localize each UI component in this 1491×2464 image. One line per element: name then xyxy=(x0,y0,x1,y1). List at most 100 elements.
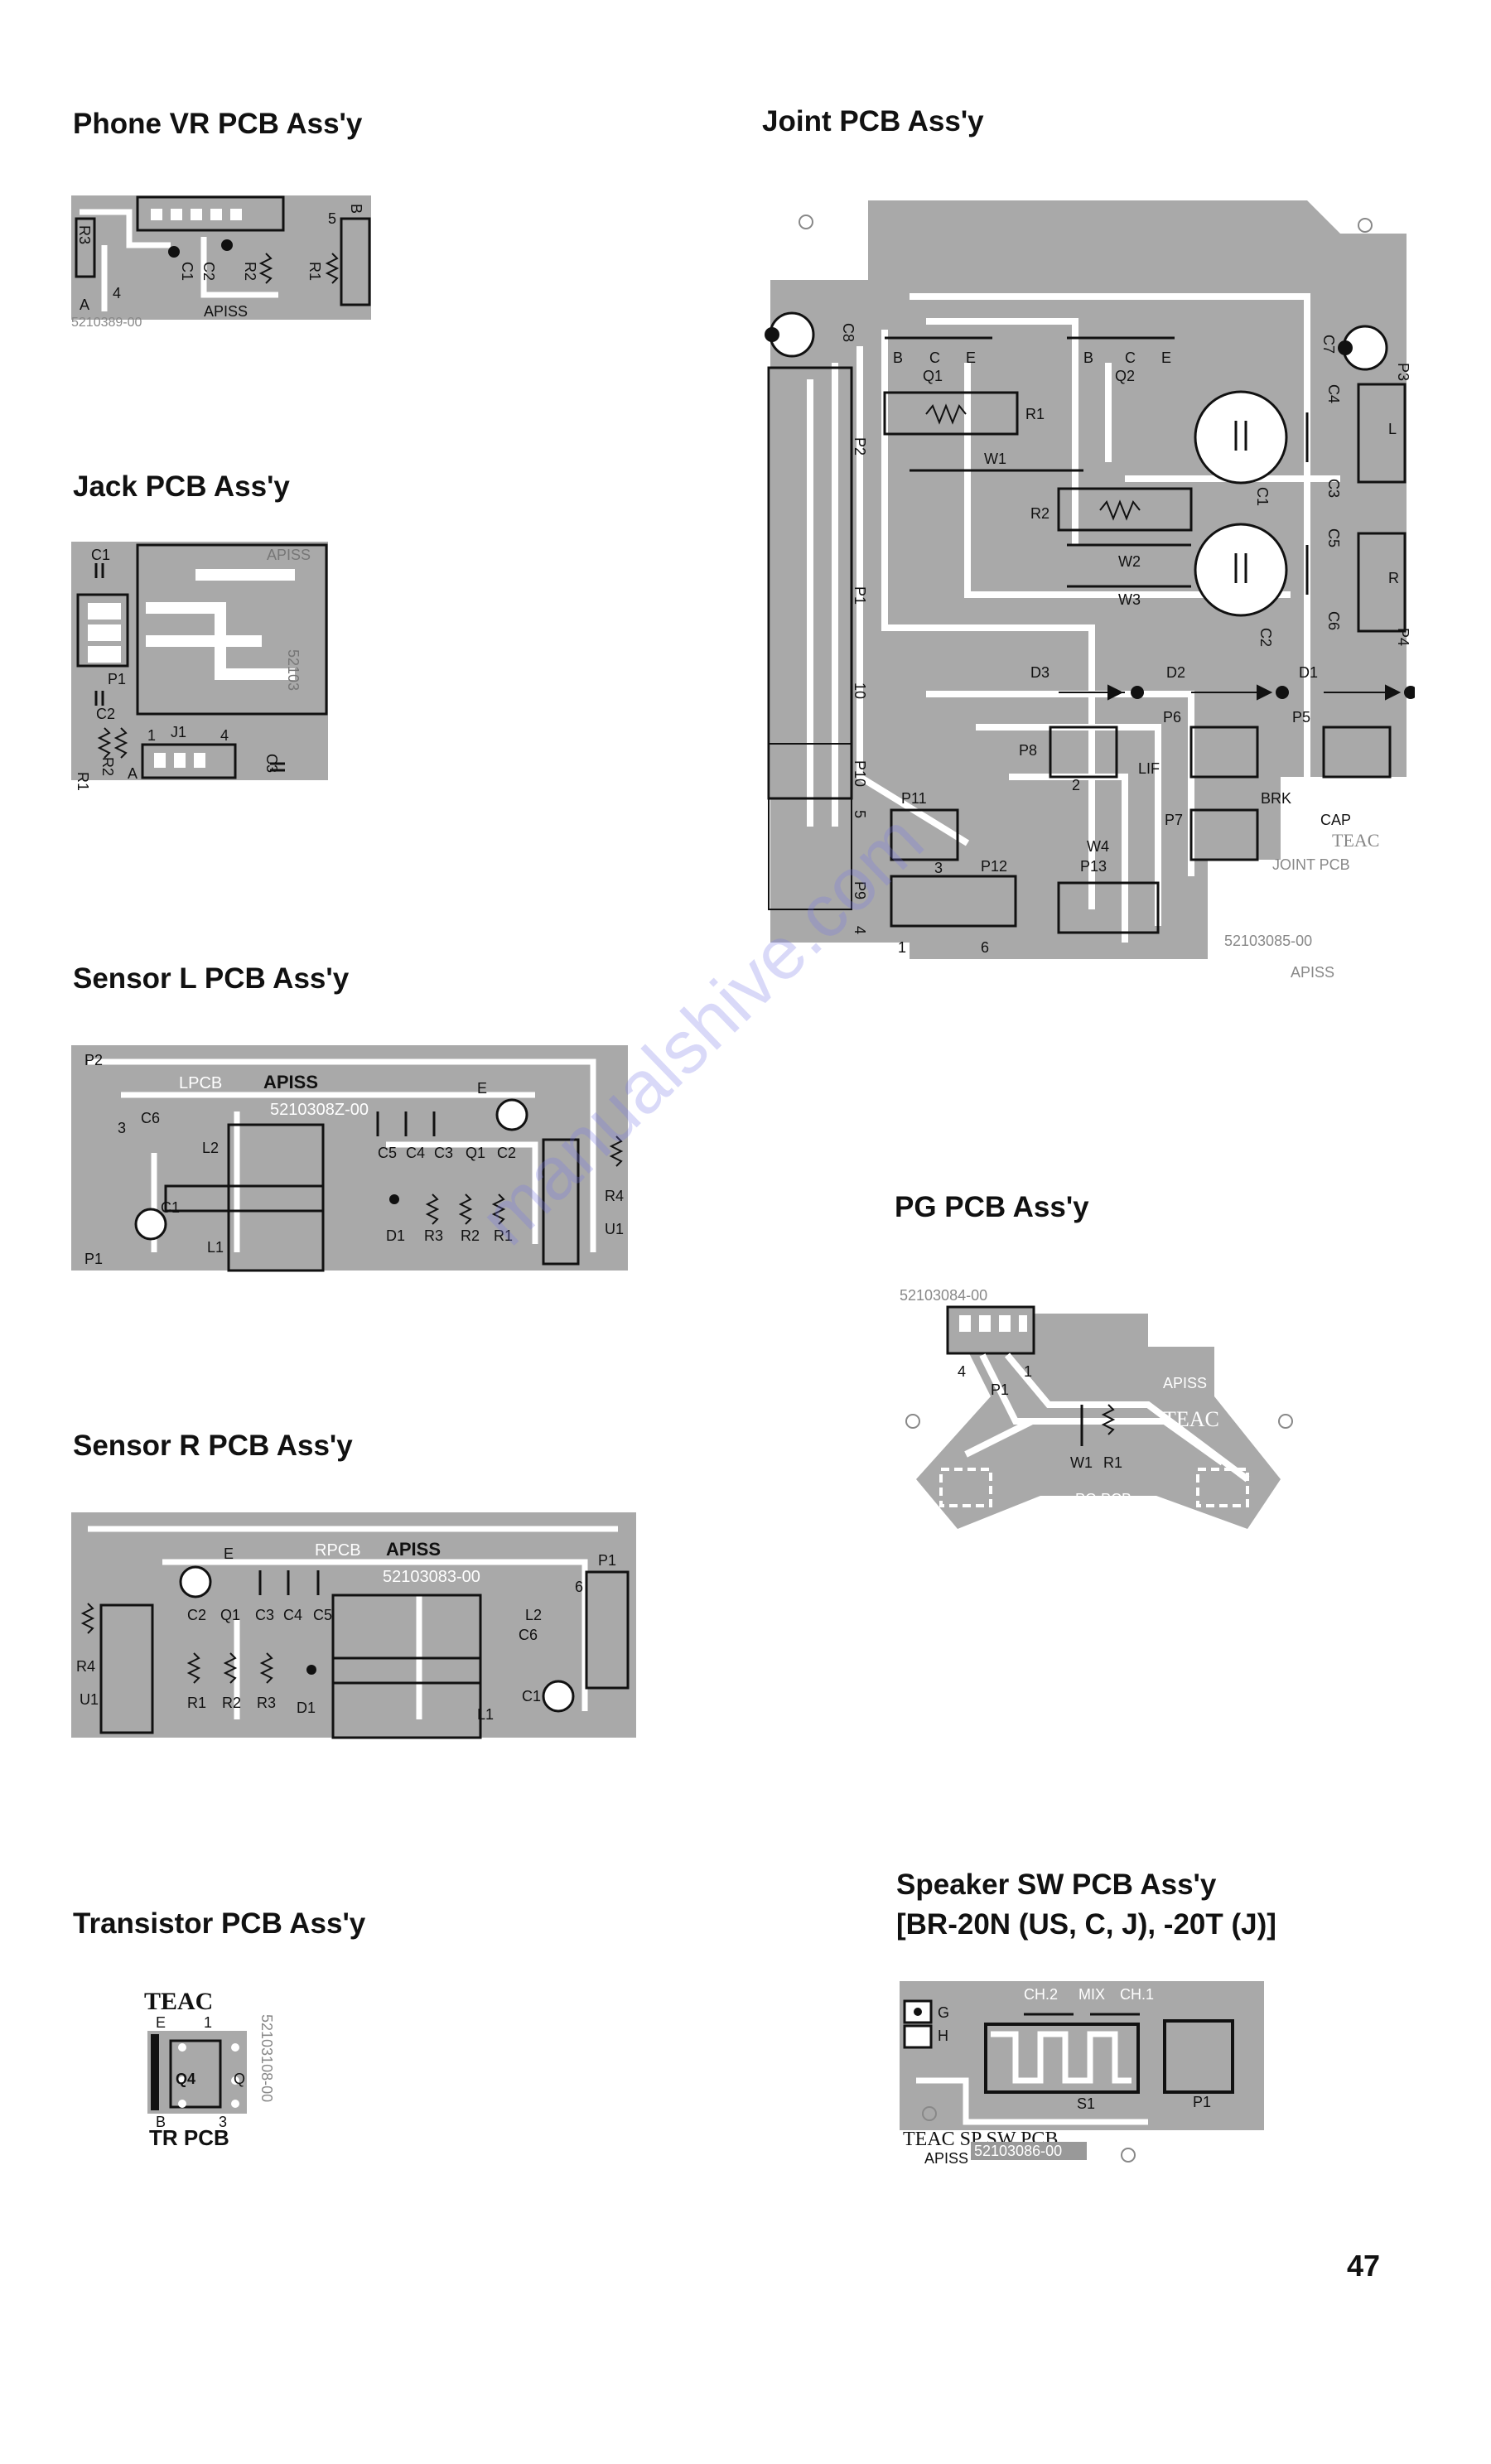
joint-p2-label: P2 xyxy=(852,437,868,456)
sensor-r-r4-label: R4 xyxy=(76,1658,95,1675)
phone-vr-a-label: A xyxy=(80,297,89,313)
joint-6-label: 6 xyxy=(981,939,989,956)
joint-p9-label: P9 xyxy=(852,881,868,899)
sensor-l-c6-label: C6 xyxy=(141,1110,160,1126)
joint-b1-label: B xyxy=(893,350,903,366)
joint-p10-label: P10 xyxy=(852,760,868,787)
pg-r1-label: R1 xyxy=(1103,1454,1122,1471)
phone-vr-5-label: 5 xyxy=(328,210,336,227)
sensor-l-title: Sensor L PCB Ass'y xyxy=(73,962,350,995)
joint-e1-label: E xyxy=(966,350,976,366)
sensor-r-p1-label: P1 xyxy=(598,1552,616,1569)
jack-c3-label: C3 xyxy=(263,754,280,773)
joint-title: Joint PCB Ass'y xyxy=(762,105,984,137)
jack-board: C1 P1 C2 J1 1 4 R1 R2 A C3 APISS 52103 xyxy=(71,542,336,790)
transistor-teac: TEAC xyxy=(144,1988,213,2015)
pg-w1-label: W1 xyxy=(1070,1454,1093,1471)
joint-r2-label: R2 xyxy=(1030,505,1049,522)
joint-r-label: R xyxy=(1388,570,1399,586)
sensor-r-r1-label: R1 xyxy=(187,1695,206,1711)
speaker-g-label: G xyxy=(938,2004,949,2021)
sensor-l-maker: APISS xyxy=(263,1072,318,1092)
speaker-code: 52103086-00 xyxy=(974,2143,1062,2159)
phone-vr-b-label: B xyxy=(348,204,364,214)
joint-board: C8 C7 B C E Q1 R1 B C E Q2 C4 C1 C3 C5 C… xyxy=(760,197,1415,992)
transistor-board: TEAC E 1 Q4 Q B 3 TR PCB 52103108-00 xyxy=(138,1981,287,2147)
pg-board: 52103084-00 4 1 P1 APISS TEAC W1 R1 PG P… xyxy=(900,1256,1297,1579)
joint-b2-label: B xyxy=(1083,350,1093,366)
sensor-l-r4-label: R4 xyxy=(605,1188,624,1204)
sensor-l-c3-label: C3 xyxy=(434,1145,453,1161)
sensor-l-c2-label: C2 xyxy=(497,1145,516,1161)
joint-p8-label: P8 xyxy=(1019,742,1037,759)
joint-5-label: 5 xyxy=(852,810,868,818)
sensor-l-board: P2 3 C6 L2 C1 L1 P1 C5 C4 C3 Q1 C2 E D1 … xyxy=(71,1045,635,1274)
sensor-r-e-label: E xyxy=(224,1545,234,1562)
sensor-r-c2-label: C2 xyxy=(187,1607,206,1623)
sensor-l-c4-label: C4 xyxy=(406,1145,425,1161)
pg-4-label: 4 xyxy=(958,1363,966,1380)
sensor-r-c5-label: C5 xyxy=(313,1607,332,1623)
joint-c-2-label: C xyxy=(1125,350,1136,366)
jack-a-label: A xyxy=(128,765,138,782)
joint-w4-label: W4 xyxy=(1087,838,1109,855)
speaker-maker: APISS xyxy=(924,2150,968,2167)
phone-vr-r1-label: R1 xyxy=(306,262,323,281)
joint-e2-label: E xyxy=(1161,350,1171,366)
joint-2-label: 2 xyxy=(1072,777,1080,793)
joint-maker: APISS xyxy=(1291,964,1334,981)
pg-teac: TEAC xyxy=(1163,1407,1219,1431)
jack-c1-label: C1 xyxy=(91,547,110,563)
sensor-r-maker: APISS xyxy=(386,1539,441,1560)
sensor-r-u1-label: U1 xyxy=(80,1691,99,1708)
joint-p12-label: P12 xyxy=(981,858,1007,875)
joint-p4-label: P4 xyxy=(1395,628,1411,646)
joint-c4-label: C4 xyxy=(1325,384,1342,403)
sensor-r-c6-label: C6 xyxy=(519,1627,538,1643)
joint-code: 52103085-00 xyxy=(1224,933,1312,949)
sensor-r-r3-label: R3 xyxy=(257,1695,276,1711)
joint-p5-label: P5 xyxy=(1292,709,1310,726)
watermark: manualshive.com xyxy=(464,798,939,1261)
sensor-r-c4-label: C4 xyxy=(283,1607,302,1623)
sensor-l-d1-label: D1 xyxy=(386,1227,405,1244)
sensor-r-r2-label: R2 xyxy=(222,1695,241,1711)
jack-r1-label: R1 xyxy=(75,772,91,790)
joint-r1-label: R1 xyxy=(1025,406,1045,422)
pg-pcb-label: PG PCB xyxy=(1075,1491,1132,1507)
joint-c7-label: C7 xyxy=(1320,335,1337,354)
sensor-r-c1-label: C1 xyxy=(522,1688,541,1705)
transistor-b-label: B xyxy=(156,2114,166,2130)
sensor-l-e-label: E xyxy=(477,1080,487,1097)
joint-d2-label: D2 xyxy=(1166,664,1185,681)
transistor-tr-pcb: TR PCB xyxy=(149,2125,229,2147)
joint-p1-label: P1 xyxy=(852,586,868,605)
jack-p1-label: P1 xyxy=(108,671,126,687)
phone-vr-c1-label: C1 xyxy=(179,262,195,281)
joint-cap-label: CAP xyxy=(1320,812,1351,828)
pg-u1-label: U1 xyxy=(1189,1521,1209,1537)
sensor-l-l2-label: L2 xyxy=(202,1140,219,1156)
speaker-ch1-label: CH.1 xyxy=(1120,1986,1154,2003)
phone-vr-r3-label: R3 xyxy=(76,225,93,244)
pg-title: PG PCB Ass'y xyxy=(895,1191,1089,1223)
joint-p7-label: P7 xyxy=(1165,812,1183,828)
joint-joint-pcb: JOINT PCB xyxy=(1272,856,1350,873)
joint-w1-label: W1 xyxy=(984,451,1006,467)
joint-q2-label: Q2 xyxy=(1115,368,1135,384)
joint-p11-label: P11 xyxy=(901,790,927,807)
speaker-h-label: H xyxy=(938,2028,948,2044)
sensor-l-r2-label: R2 xyxy=(461,1227,480,1244)
sensor-r-6-label: 6 xyxy=(575,1579,583,1595)
speaker-p1-label: P1 xyxy=(1193,2094,1211,2110)
sensor-r-title: Sensor R PCB Ass'y xyxy=(73,1430,353,1462)
phone-vr-title: Phone VR PCB Ass'y xyxy=(73,108,363,140)
joint-c6-label: C6 xyxy=(1325,611,1342,630)
page-number: 47 xyxy=(1347,2249,1381,2283)
sensor-l-3a-label: 3 xyxy=(118,1120,126,1136)
jack-r2-label: R2 xyxy=(99,757,116,776)
joint-teac: TEAC xyxy=(1332,830,1379,851)
sensor-r-l2-label: L2 xyxy=(525,1607,542,1623)
phone-vr-c2-label: C2 xyxy=(200,262,217,281)
sensor-l-c1-label: C1 xyxy=(161,1199,180,1216)
